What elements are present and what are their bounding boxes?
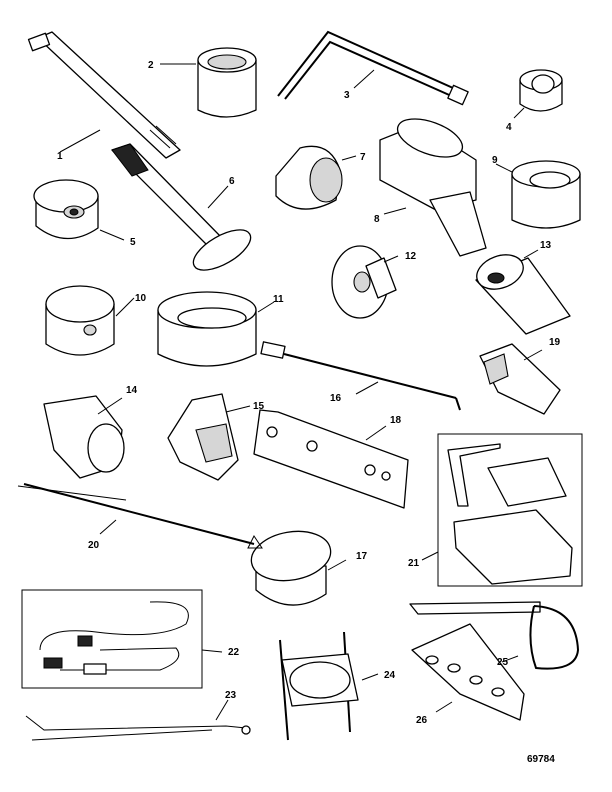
callout-20: 20 xyxy=(88,540,100,551)
tool-11-sleeve xyxy=(157,291,275,367)
tool-17-puller-cap xyxy=(250,530,347,606)
callout-19: 19 xyxy=(549,337,561,348)
tool-5-puller-plate xyxy=(33,179,125,241)
tool-13-cylinder xyxy=(475,249,571,335)
callout-8: 8 xyxy=(374,214,380,225)
callout-16: 16 xyxy=(330,393,342,404)
callout-6: 6 xyxy=(229,176,235,187)
callout-2: 2 xyxy=(148,60,154,71)
callout-23: 23 xyxy=(225,690,237,701)
tool-24-bearing-separator xyxy=(279,631,379,741)
callout-18: 18 xyxy=(390,415,402,426)
tool-15-clamp xyxy=(167,393,251,481)
tool-2-bushing-driver xyxy=(160,47,257,118)
tool-6-handle-base xyxy=(111,143,252,271)
tool-14-gear-cap xyxy=(43,395,125,479)
callout-3: 3 xyxy=(344,90,350,101)
callout-24: 24 xyxy=(384,670,396,681)
tool-22-harness-box xyxy=(21,589,223,689)
tool-26-holder-block xyxy=(411,623,525,721)
tool-4-ring xyxy=(513,69,563,119)
callout-10: 10 xyxy=(135,293,147,304)
tool-16-rod xyxy=(260,341,461,411)
callout-22: 22 xyxy=(228,647,240,658)
callout-1: 1 xyxy=(57,151,63,162)
callout-26: 26 xyxy=(416,715,428,726)
tool-19-block-adapter xyxy=(479,343,561,415)
tool-1-long-bar xyxy=(27,31,181,159)
tool-18-plate-bar xyxy=(253,409,409,509)
callout-13: 13 xyxy=(540,240,552,251)
tool-25-bracket xyxy=(409,601,580,670)
callout-9: 9 xyxy=(492,155,498,166)
tool-12-flange xyxy=(331,245,399,319)
callout-4: 4 xyxy=(506,122,512,133)
tool-3-bent-rod xyxy=(277,30,469,106)
tool-21-kit-box xyxy=(421,433,583,587)
callout-11: 11 xyxy=(273,294,284,305)
tool-20-cable-probe xyxy=(17,483,263,549)
tool-9-ring xyxy=(495,160,581,229)
callout-12: 12 xyxy=(405,251,417,262)
callout-7: 7 xyxy=(360,152,366,163)
callout-15: 15 xyxy=(253,401,265,412)
callout-14: 14 xyxy=(126,385,138,396)
figure-number: 69784 xyxy=(527,754,555,765)
callout-5: 5 xyxy=(130,237,136,248)
tool-10-cup xyxy=(45,285,135,356)
tool-8-block-driver xyxy=(379,118,487,257)
callout-25: 25 xyxy=(497,657,509,668)
callout-17: 17 xyxy=(356,551,368,562)
callout-21: 21 xyxy=(408,558,420,569)
tool-7-socket xyxy=(275,145,357,210)
tool-23-jumper-cable xyxy=(25,699,251,741)
